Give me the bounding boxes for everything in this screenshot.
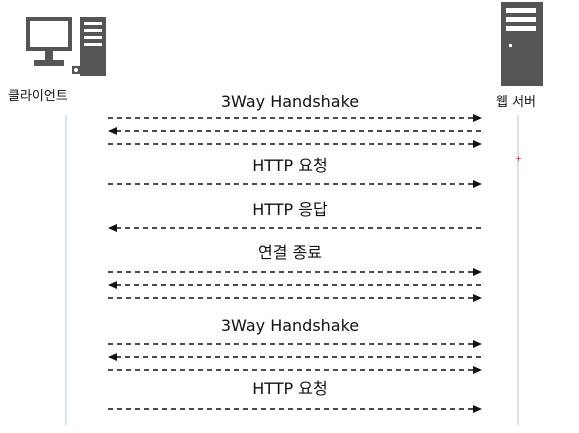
message-arrow-right	[108, 114, 482, 122]
message-arrow-right	[108, 366, 482, 374]
stage-label-connection-close: 연결 종료	[258, 243, 322, 262]
stage-label-handshake-1: 3Way Handshake	[220, 92, 360, 111]
message-arrow-right	[108, 340, 482, 348]
arrow-head	[108, 353, 117, 361]
message-arrow-right	[108, 180, 482, 188]
message-arrow-left	[108, 353, 482, 361]
desktop-computer-icon	[26, 17, 106, 76]
message-arrow-left	[108, 281, 482, 289]
message-arrow-left	[108, 224, 482, 232]
message-arrow-right	[108, 405, 482, 413]
stage-label-http-request-1: HTTP 요청	[252, 156, 328, 175]
arrow-head	[108, 127, 117, 135]
stage-label-http-response: HTTP 응답	[252, 200, 328, 219]
arrow-head	[473, 180, 482, 188]
arrow-head	[473, 140, 482, 148]
message-arrows	[108, 114, 482, 413]
arrow-head	[108, 281, 117, 289]
arrow-head	[473, 268, 482, 276]
arrow-head	[473, 294, 482, 302]
arrow-head	[473, 114, 482, 122]
server-tower-icon	[501, 2, 543, 86]
arrow-head	[108, 224, 117, 232]
message-arrow-right	[108, 140, 482, 148]
message-arrow-left	[108, 127, 482, 135]
arrow-head	[473, 366, 482, 374]
server-label: 웹 서버	[496, 95, 537, 110]
stage-label-handshake-2: 3Way Handshake	[220, 316, 360, 335]
message-arrow-right	[108, 268, 482, 276]
plus-marker: +	[515, 154, 522, 163]
stage-label-http-request-2: HTTP 요청	[252, 379, 328, 398]
arrow-head	[473, 340, 482, 348]
client-label: 클라이언트	[8, 89, 68, 104]
arrow-head	[473, 405, 482, 413]
message-arrow-right	[108, 294, 482, 302]
